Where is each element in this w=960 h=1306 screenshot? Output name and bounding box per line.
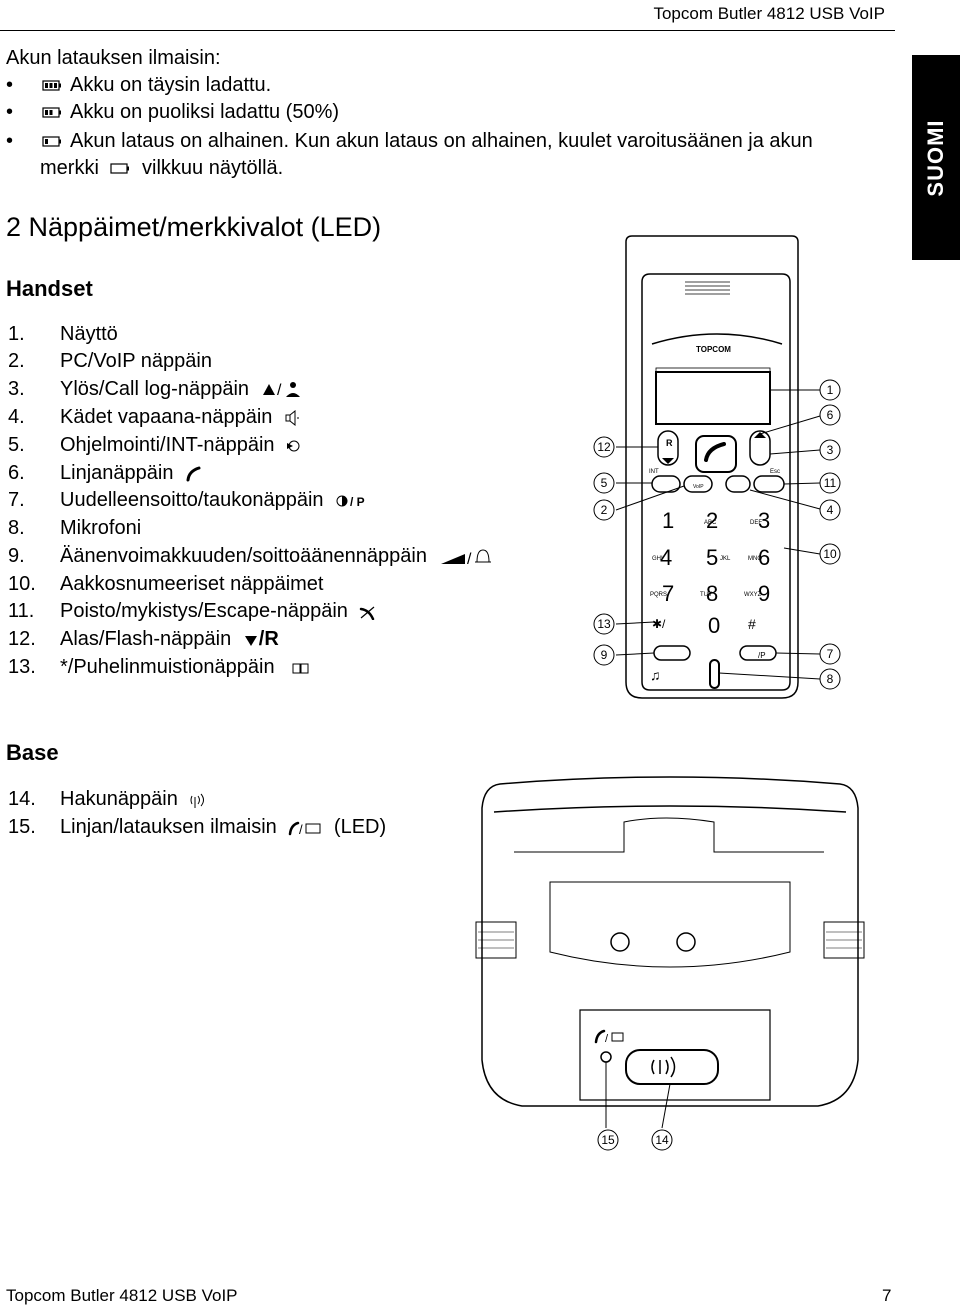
svg-text:7: 7 <box>662 581 674 606</box>
svg-text:R: R <box>666 438 673 448</box>
callout-9: 9 <box>601 648 608 662</box>
svg-text:INT: INT <box>649 469 659 475</box>
svg-text:TUV: TUV <box>700 592 712 598</box>
svg-text:8: 8 <box>706 581 718 606</box>
base-diagram: / 15 14 <box>475 776 865 1151</box>
svg-text:✱/: ✱/ <box>652 617 666 631</box>
mute-icon <box>360 606 375 620</box>
handset-icon <box>186 466 201 482</box>
handset-heading: Handset <box>6 276 93 301</box>
paging-icon <box>190 793 205 808</box>
up-calllog-icon: / <box>262 381 300 399</box>
svg-text:6: 6 <box>758 545 770 570</box>
battery-full-icon <box>42 80 61 91</box>
battery-low-icon <box>42 136 61 147</box>
phonebook-icon <box>292 663 309 674</box>
svg-text:0: 0 <box>708 613 720 638</box>
callout-5: 5 <box>601 476 608 490</box>
svg-text:2: 2 <box>706 508 718 533</box>
svg-text:/ P: / P <box>350 495 365 509</box>
handset-item-5: 5.Ohjelmointi/INT-näppäin <box>8 434 302 457</box>
handset-item-6: 6.Linjanäppäin <box>8 462 201 485</box>
callout-6: 6 <box>827 408 834 422</box>
handset-item-7: 7.Uudelleensoitto/taukonäppäin / P <box>8 489 375 512</box>
svg-text:MNO: MNO <box>748 556 762 562</box>
callout-14: 14 <box>655 1133 669 1147</box>
handset-item-11: 11.Poisto/mykistys/Escape-näppäin <box>8 600 377 623</box>
page-header-title: Topcom Butler 4812 USB VoIP <box>653 4 885 23</box>
callout-10: 10 <box>823 547 837 561</box>
callout-7: 7 <box>827 647 834 661</box>
volume-ringer-icon: / <box>440 549 491 568</box>
battery-heading: Akun latauksen ilmaisin: <box>6 47 221 69</box>
svg-text:#: # <box>748 616 756 632</box>
language-tab: SUOMI <box>912 55 960 260</box>
callout-1: 1 <box>827 383 834 397</box>
callout-2: 2 <box>601 503 608 517</box>
svg-text:WXYZ: WXYZ <box>744 592 762 598</box>
svg-text:GHI: GHI <box>652 556 663 562</box>
line-charge-icon: / <box>289 821 321 836</box>
handset-item-10: 10.Aakkosnumeeriset näppäimet <box>8 573 324 595</box>
brand-logo: TOPCOM <box>696 345 731 354</box>
battery-empty-icon <box>110 163 130 174</box>
svg-text:♫: ♫ <box>650 667 661 683</box>
svg-text:9: 9 <box>758 581 770 606</box>
footer-title: Topcom Butler 4812 USB VoIP <box>6 1286 238 1305</box>
handset-item-1: 1.Näyttö <box>8 323 118 345</box>
handset-item-13: 13.*/Puhelinmuistionäppäin <box>8 656 310 679</box>
base-heading: Base <box>6 740 59 765</box>
page-number: 7 <box>882 1286 892 1305</box>
battery-item-low-continued: merkki vilkkuu näytöllä. <box>40 157 284 179</box>
svg-text:4: 4 <box>660 545 672 570</box>
callout-4: 4 <box>827 503 834 517</box>
svg-text:/: / <box>277 382 282 399</box>
svg-text:/: / <box>605 1033 609 1045</box>
svg-text:5: 5 <box>706 545 718 570</box>
callout-3: 3 <box>827 443 834 457</box>
redial-pause-icon: / P <box>336 495 365 509</box>
speaker-icon <box>285 409 299 426</box>
svg-text:/P: /P <box>758 651 766 660</box>
header-rule <box>0 30 895 31</box>
handset-item-9: 9.Äänenvoimakkuuden/soittoäänennäppäin / <box>8 545 493 568</box>
svg-text:1: 1 <box>662 508 674 533</box>
callout-11: 11 <box>824 476 837 490</box>
section-title: 2 Näppäimet/merkkivalot (LED) <box>6 212 382 242</box>
svg-text:/: / <box>467 551 472 568</box>
int-icon <box>287 440 300 452</box>
battery-half-icon <box>42 107 61 118</box>
down-flash-icon <box>244 635 257 646</box>
handset-item-4: 4.Kädet vapaana-näppäin <box>8 406 300 429</box>
svg-text:Esc: Esc <box>770 469 780 475</box>
svg-text:/: / <box>299 822 303 836</box>
handset-diagram: R INT Esc VoIP TOPCOM 1 2 3 4 5 6 7 8 9 … <box>593 235 841 699</box>
keypad: 1 2 3 4 5 6 7 8 9 0 <box>660 508 770 638</box>
svg-text:ABC: ABC <box>704 520 717 526</box>
callout-13: 13 <box>597 617 611 631</box>
handset-item-2: 2.PC/VoIP näppäin <box>8 350 212 372</box>
svg-text:JKL: JKL <box>720 556 731 562</box>
callout-15: 15 <box>601 1133 615 1147</box>
base-item-14: 14.Hakunäppäin <box>8 788 207 811</box>
handset-item-3: 3.Ylös/Call log-näppäin / <box>8 378 301 401</box>
svg-text:VoIP: VoIP <box>693 484 704 490</box>
base-item-15: 15.Linjan/latauksen ilmaisin / (LED) <box>8 816 387 838</box>
handset-item-12: 12.Alas/Flash-näppäin /R <box>8 628 279 650</box>
svg-text:PQRS: PQRS <box>650 592 667 598</box>
handset-item-8: 8.Mikrofoni <box>8 517 142 539</box>
callout-8: 8 <box>827 672 834 686</box>
svg-text:DEF: DEF <box>750 520 762 526</box>
callout-12: 12 <box>597 440 611 454</box>
svg-text:3: 3 <box>758 508 770 533</box>
